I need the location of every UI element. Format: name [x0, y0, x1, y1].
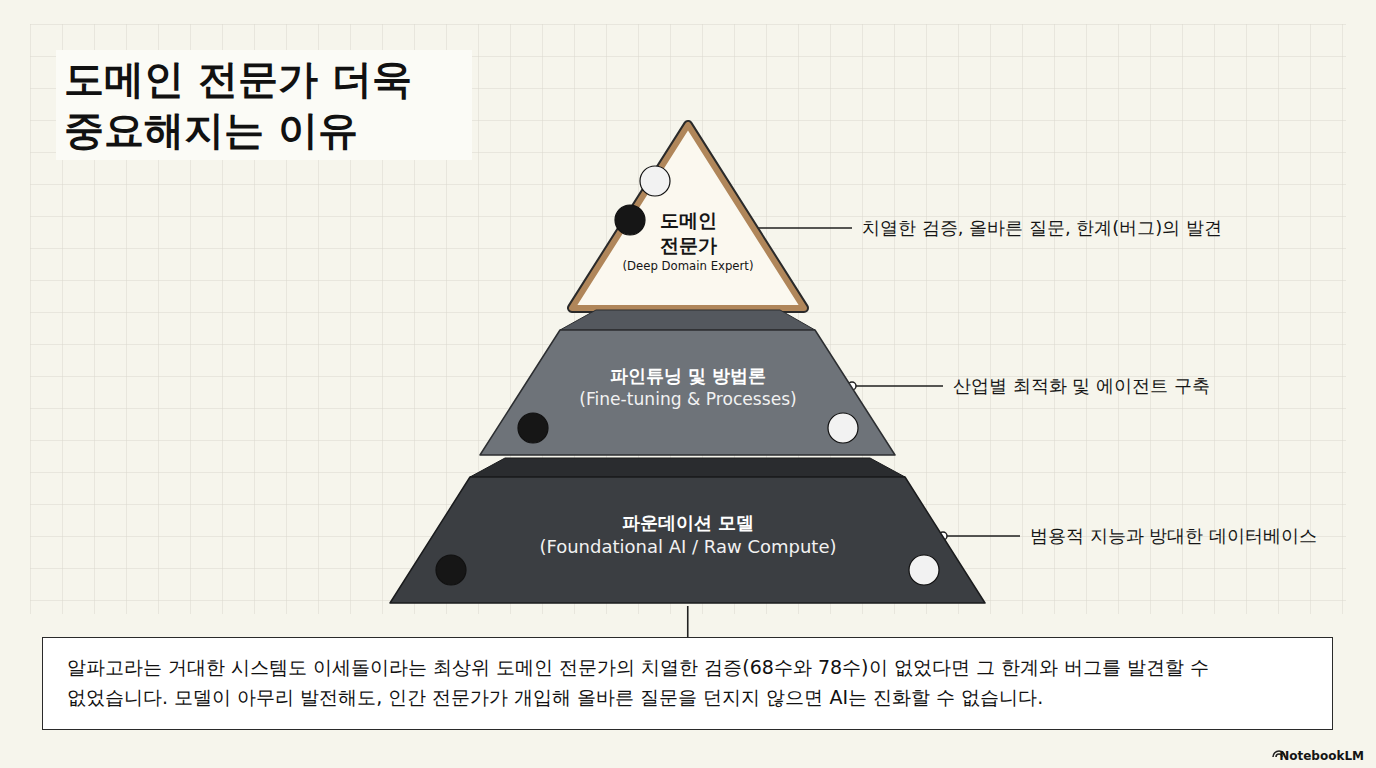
watermark: NotebookLM	[1279, 749, 1364, 765]
node-heading: 도메인 전문가	[643, 208, 733, 257]
explanation-box: 알파고라는 거대한 시스템도 이세돌이라는 최상위 도메인 전문가의 치열한 검…	[42, 637, 1333, 730]
callout-text: 범용적 지능과 방대한 데이터베이스	[1030, 524, 1317, 547]
text-stack: 파인튜닝 및 방법론(Fine-tuning & Processes)	[478, 364, 898, 411]
go-stone	[909, 555, 939, 585]
go-stone	[518, 413, 548, 443]
band-shape	[470, 458, 905, 477]
node-subtext: (Fine-tuning & Processes)	[478, 388, 898, 411]
leader-line	[756, 227, 852, 229]
leader-line	[947, 535, 1020, 537]
node-subtext: (Foundational AI / Raw Compute)	[388, 535, 988, 559]
connector-line	[687, 606, 689, 637]
callout-text: 치열한 검증, 올바른 질문, 한계(버그)의 발견	[862, 216, 1222, 239]
node-subtext: (Deep Domain Expert)	[562, 257, 814, 276]
leader-line	[856, 385, 943, 387]
node-heading: 알파고라는 거대한 시스템도 이세돌이라는 최상위 도메인 전문가의 치열한 검…	[67, 652, 1308, 713]
callout-text: 산업별 최적화 및 에이전트 구축	[953, 374, 1210, 397]
band-shape	[572, 125, 804, 308]
go-stone	[615, 205, 645, 235]
band-shape	[572, 125, 804, 308]
foundation-band: 파운데이션 모델(Foundational AI / Raw Compute)	[388, 456, 988, 606]
text-stack: 파운데이션 모델(Foundational AI / Raw Compute)	[388, 511, 988, 560]
expert-triangle: 도메인 전문가(Deep Domain Expert)	[562, 118, 814, 314]
text-stack: 도메인 전문가(Deep Domain Expert)	[562, 208, 814, 276]
node-heading: 파운데이션 모델	[388, 511, 988, 535]
go-stone	[436, 555, 466, 585]
node-heading: 파인튜닝 및 방법론	[478, 364, 898, 388]
method-band: 파인튜닝 및 방법론(Fine-tuning & Processes)	[478, 308, 898, 458]
go-stone	[828, 413, 858, 443]
go-stone	[640, 166, 670, 196]
diagram-title: 도메인 전문가 더욱 중요해지는 이유	[56, 50, 472, 160]
band-shape	[560, 310, 815, 330]
